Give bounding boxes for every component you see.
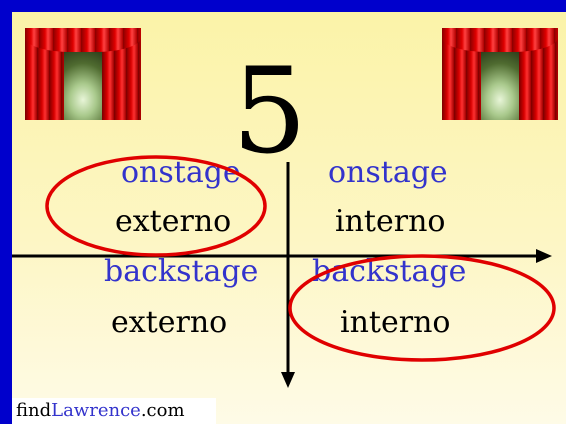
horizontal-axis-arrowhead	[536, 249, 552, 263]
footer-watermark: findLawrence.com	[12, 398, 216, 424]
top-right-label-1: onstage	[328, 155, 448, 190]
bottom-right-label-1: backstage	[312, 254, 467, 289]
bottom-left-label-2: externo	[111, 305, 228, 340]
footer-part-3: .com	[140, 400, 185, 421]
vertical-axis-arrowhead	[281, 372, 295, 388]
top-left-label-1: onstage	[121, 155, 241, 190]
bottom-right-label-2: interno	[340, 305, 451, 340]
quadrant-axes	[12, 155, 556, 388]
stage-curtain-icon	[25, 28, 141, 120]
footer-part-2: Lawrence	[51, 400, 141, 421]
highlight-ellipse-bottom-right	[288, 254, 556, 362]
slide-number: 5	[232, 42, 308, 180]
slide: 5 onstage externo onstage interno backst…	[12, 12, 566, 424]
top-left-label-2: externo	[115, 204, 232, 239]
top-right-label-2: interno	[335, 204, 446, 239]
highlight-ellipse-top-left	[45, 155, 267, 257]
bottom-left-label-1: backstage	[104, 254, 259, 289]
stage-curtain-icon	[442, 28, 558, 120]
footer-part-1: find	[16, 400, 52, 421]
